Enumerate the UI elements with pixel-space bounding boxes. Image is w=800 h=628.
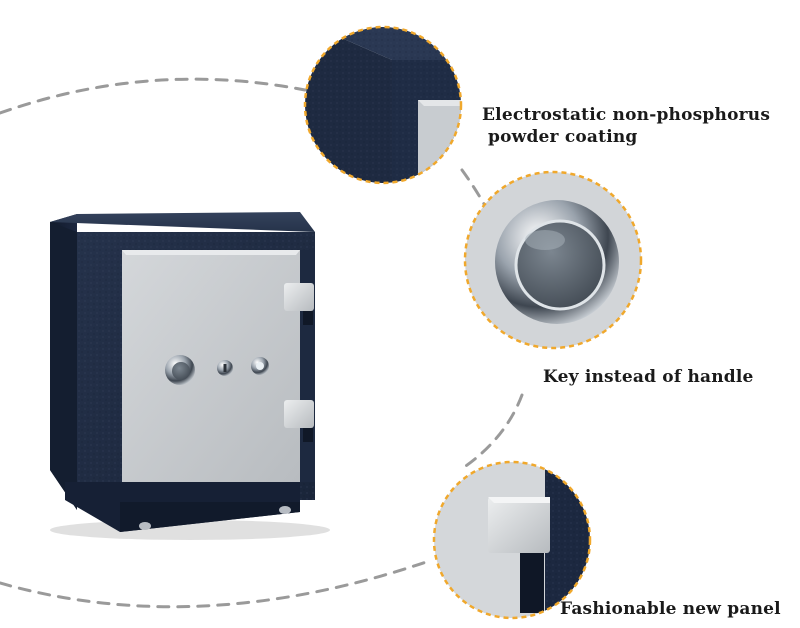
caption-coating-line1: Electrostatic non-phosphorus [482, 105, 771, 125]
coating-closeup [303, 25, 463, 185]
safe-illustration [50, 212, 330, 540]
caption-panel: Fashionable new panel [560, 599, 781, 619]
caption-coating: Electrostatic non-phosphorus powder coat… [482, 104, 770, 148]
dial-closeup [463, 170, 643, 350]
dashed-guide [0, 77, 524, 609]
caption-coating-line2: powder coating [488, 127, 638, 147]
caption-key: Key instead of handle [543, 367, 754, 387]
